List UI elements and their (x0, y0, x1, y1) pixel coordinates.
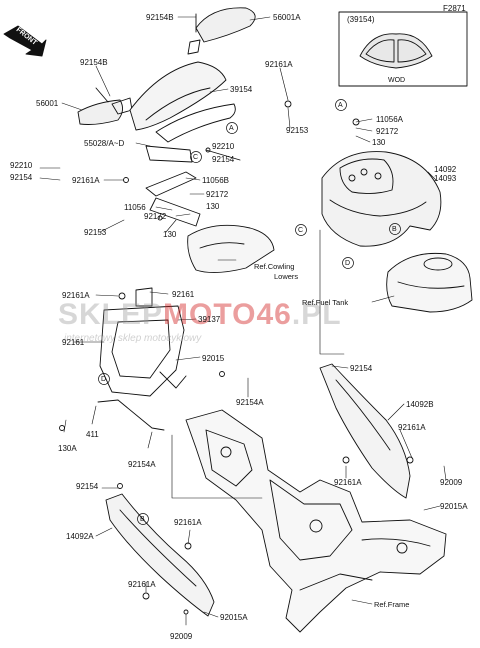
main-frame-drawing (185, 409, 447, 633)
windshield-inset-drawing (359, 33, 433, 69)
part-label: 411 (86, 430, 99, 439)
subframe-drawing (97, 287, 187, 431)
reference-label: Ref.Frame (374, 600, 410, 609)
part-label: 55028/A~D (84, 139, 125, 148)
inset-box (338, 11, 468, 87)
watermark-tagline: internetowy sklep motocyklowy (64, 333, 202, 344)
cowling-lower-drawing (187, 224, 275, 273)
part-label: 92154A (236, 398, 264, 407)
tank-cover-drawing (321, 151, 442, 247)
callout-letter: A (229, 125, 234, 132)
upper-cowl-drawing (129, 61, 236, 143)
part-label: 92172 (376, 127, 399, 136)
side-cover-right-drawing (319, 363, 411, 499)
part-label: 92210 (212, 142, 235, 151)
callout-circles (98, 99, 401, 525)
part-label: 92154 (350, 364, 373, 373)
part-label: 92153 (84, 228, 107, 237)
inset-part-number: (39154) (347, 15, 375, 24)
part-label: 14093 (434, 174, 457, 183)
part-label: 11056A (376, 115, 403, 124)
part-label: 92172 (144, 212, 167, 221)
fuel-tank-drawing (386, 252, 473, 313)
part-label: 92154 (212, 155, 235, 164)
part-label: 92154 (76, 482, 99, 491)
watermark-brand: SKLEPMOTO46.PL (58, 298, 342, 331)
callout-letter: B (140, 516, 145, 523)
part-label: 92015A (220, 613, 248, 622)
part-label: 92153 (286, 126, 309, 135)
part-label: 130 (372, 138, 386, 147)
figure-number: F2871 (443, 4, 466, 13)
part-label: 92161 (172, 290, 195, 299)
side-cover-left-drawing (105, 493, 215, 617)
reference-label: Lowers (274, 272, 299, 281)
reference-label: Ref.Fuel Tank (302, 298, 349, 307)
part-label: 92161A (174, 518, 202, 527)
part-label: 92161A (72, 176, 100, 185)
right-mirror-drawing (187, 7, 256, 55)
inset-caption: WOD (388, 77, 406, 84)
part-label: 92161A (334, 478, 362, 487)
callout-letter: D (101, 376, 107, 383)
part-label: 92161 (62, 338, 85, 347)
part-label: 92161A (62, 291, 90, 300)
front-arrow-icon (3, 25, 47, 57)
part-label: 14092B (406, 400, 434, 409)
part-label: 130A (58, 444, 77, 453)
part-label: 92015A (440, 502, 468, 511)
part-label: 92161A (265, 60, 293, 69)
part-label: 92161A (128, 580, 156, 589)
part-label: 11056B (202, 176, 229, 185)
leader-lines (39, 16, 447, 626)
callout-letter: B (392, 226, 397, 233)
part-label: 92172 (206, 190, 229, 199)
part-label: 92210 (10, 161, 33, 170)
part-label: 92015 (202, 354, 225, 363)
callout-letter: C (298, 227, 304, 234)
part-label: 14092A (66, 532, 94, 541)
part-label: 130 (206, 202, 220, 211)
part-label: 92154B (146, 13, 174, 22)
part-label: 92154 (10, 173, 33, 182)
callout-letter: A (338, 102, 343, 109)
part-label: 39154 (230, 85, 253, 94)
part-label: 56001 (36, 99, 59, 108)
part-label: 11056 (124, 203, 146, 212)
part-label: 14092 (434, 165, 457, 174)
reference-label: Ref.Cowling (254, 262, 295, 271)
part-label: 92161A (398, 423, 426, 432)
part-label: 39137 (198, 315, 221, 324)
part-label: 92154B (80, 58, 108, 67)
part-label: 92154A (128, 460, 156, 469)
cowl-bracket-drawing (145, 145, 241, 227)
part-label: 130 (163, 230, 177, 239)
left-mirror-drawing (77, 87, 133, 125)
part-label: 92009 (170, 632, 193, 641)
part-label: 92009 (440, 478, 463, 487)
callout-letter: D (345, 260, 351, 267)
part-label: 56001A (273, 13, 301, 22)
callout-letter: C (193, 154, 199, 161)
